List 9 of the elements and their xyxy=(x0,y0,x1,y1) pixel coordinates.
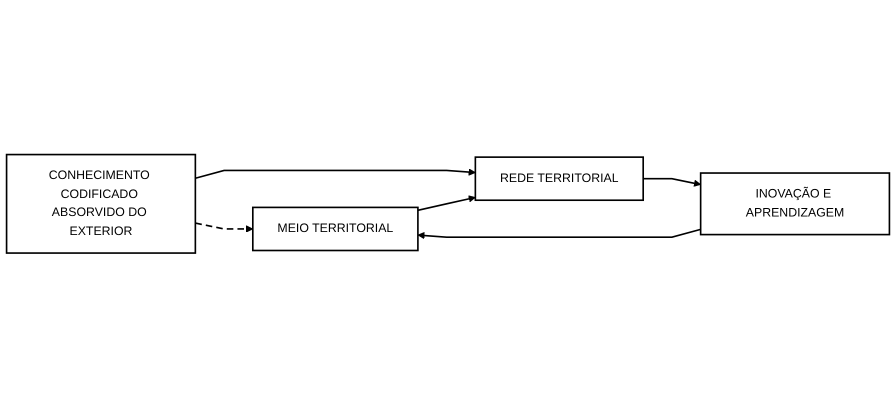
arrow xyxy=(195,168,476,179)
arrow xyxy=(643,178,701,186)
node-box: MEIO TERRITORIAL xyxy=(252,206,419,251)
node-box: REDE TERRITORIAL xyxy=(474,156,644,201)
node-box: CONHECIMENTO CODIFICADO ABSORVIDO DO EXTERIOR xyxy=(6,153,196,254)
arrow xyxy=(418,194,476,211)
arrow xyxy=(418,228,701,239)
node-box: INOVAÇÃO E APRENDIZAGEM xyxy=(700,172,890,236)
arrow xyxy=(195,222,254,232)
